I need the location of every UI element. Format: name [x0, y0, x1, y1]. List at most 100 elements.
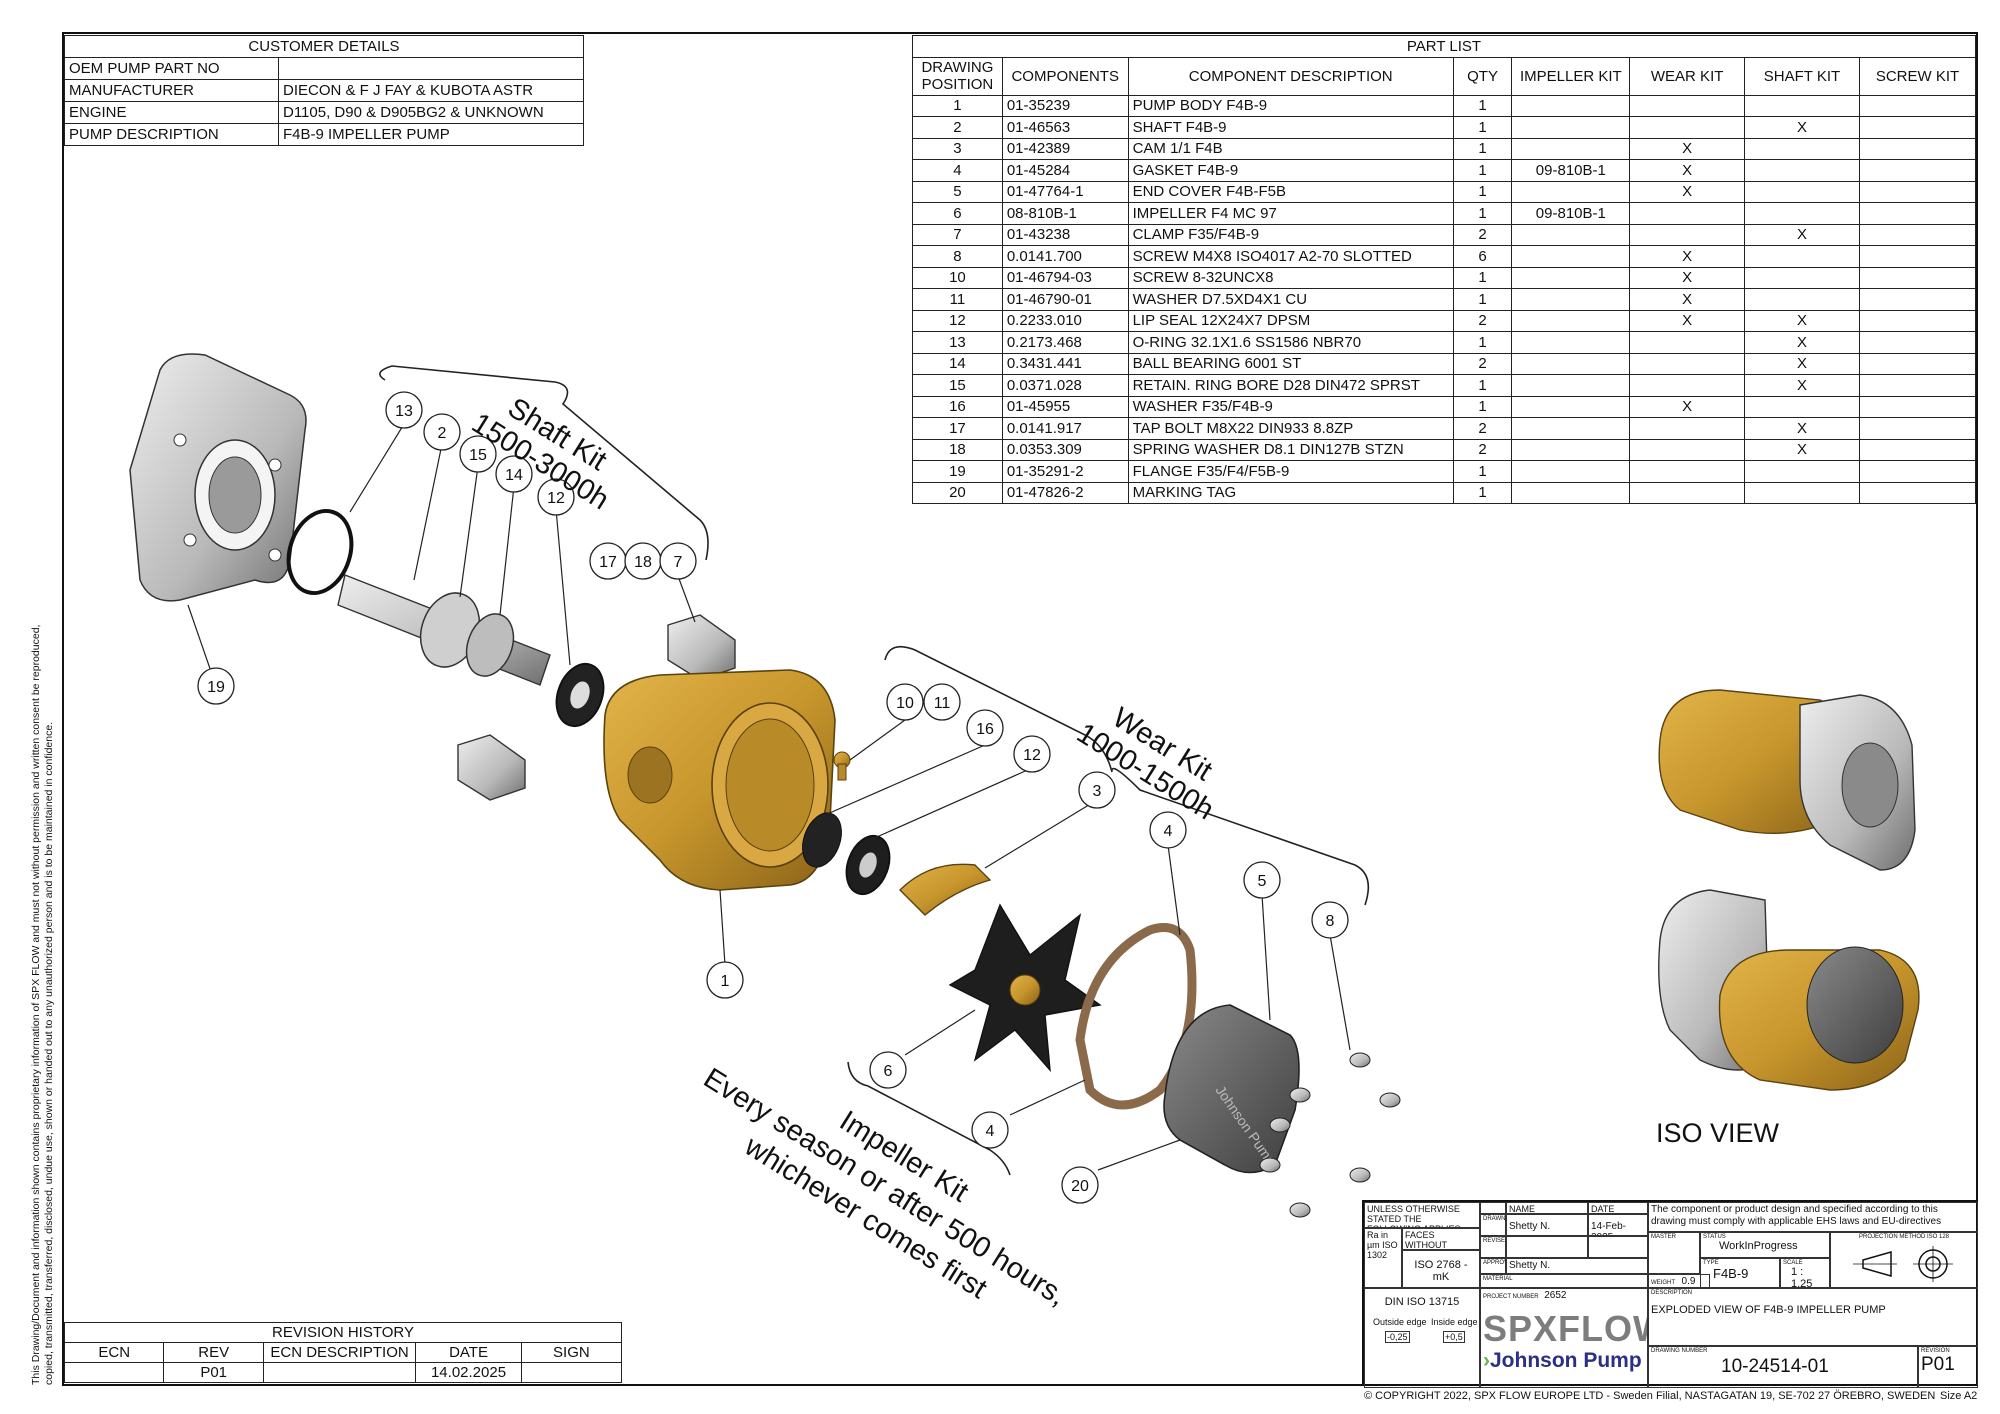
drawing-number: 10-24514-01	[1721, 1356, 1829, 1377]
balloon-circle	[869, 1051, 907, 1089]
cell-comp: 0.3431.441	[1001, 352, 1129, 375]
header-wear-kit: WEAR KIT	[1629, 56, 1745, 96]
edge-spec: DIN ISO 13715 Outside edge Inside edge -…	[1364, 1288, 1480, 1388]
cell-pos: 10	[912, 266, 1003, 289]
balloon-circle	[1078, 771, 1116, 809]
screw-part	[833, 751, 851, 781]
balloon-circle	[459, 435, 497, 473]
cell-desc: BALL BEARING 6001 ST	[1127, 352, 1454, 375]
cell-comp: 01-47826-2	[1001, 481, 1129, 504]
cell-comp: 01-46563	[1001, 116, 1129, 139]
pump-body-part	[603, 669, 836, 891]
cover-screws	[1259, 1052, 1401, 1218]
balloon-circle	[423, 413, 461, 451]
balloon-circle	[385, 391, 423, 429]
balloon-circle	[495, 455, 533, 493]
copyright-note: © COPYRIGHT 2022, SPX FLOW EUROPE LTD - …	[1364, 1390, 1936, 1402]
customer-details-table: CUSTOMER DETAILS OEM PUMP PART NO MANUFA…	[64, 35, 584, 146]
balloon-label: 12	[1023, 747, 1041, 764]
drawing-description: EXPLODED VIEW OF F4B-9 IMPELLER PUMP	[1651, 1304, 1886, 1316]
revision-history-title: REVISION HISTORY	[64, 1322, 622, 1343]
balloon-circle	[1311, 901, 1349, 939]
cell-imp	[1511, 481, 1631, 504]
cell-comp: 01-45284	[1001, 159, 1129, 182]
balloon-label: 16	[976, 721, 994, 738]
balloon-circle	[966, 709, 1004, 747]
cell-screw	[1859, 481, 1976, 504]
sheet-size: Size A2	[1940, 1390, 1978, 1402]
revision-history-table: REVISION HISTORY ECN REV ECN DESCRIPTION…	[63, 1322, 623, 1383]
header-description: COMPONENT DESCRIPTION	[1127, 56, 1454, 96]
balloon-circle	[659, 542, 697, 580]
balloon-label: 10	[896, 695, 914, 712]
balloon-circle	[1013, 735, 1051, 773]
balloon-label: 7	[674, 554, 683, 571]
balloon-label: 19	[207, 679, 225, 696]
johnson-pump-wordmark: Johnson Pump	[1490, 1349, 1642, 1372]
balloon-circle	[886, 683, 924, 721]
balloon-label: 14	[505, 467, 523, 484]
balloon-circle	[971, 1111, 1009, 1149]
cell-desc: RETAIN. RING BORE D28 DIN472 SPRST	[1127, 374, 1454, 397]
wear-kit-bracket	[884, 645, 1370, 906]
balloon-label: 12	[547, 490, 565, 507]
balloon-circle	[1149, 811, 1187, 849]
cell-desc: SCREW M4X8 ISO4017 A2-70 SLOTTED	[1127, 245, 1454, 268]
chevron-right-icon: ›	[1483, 1349, 1490, 1372]
iso-view-pump-top	[1658, 689, 1916, 871]
balloon-label: 3	[1093, 783, 1102, 800]
clamp-part-top	[667, 614, 736, 681]
balloon-label: 20	[1071, 1178, 1089, 1195]
header-impeller-kit: IMPELLER KIT	[1511, 56, 1631, 96]
leader-lines	[187, 423, 1351, 1171]
cell-comp: 01-35239	[1001, 94, 1129, 117]
cell-comp: 0.0141.917	[1001, 417, 1129, 440]
cell-pos: 15	[912, 374, 1003, 397]
balloon-label: 4	[1164, 823, 1173, 840]
balloon-circle	[1061, 1166, 1099, 1204]
balloon-label: 6	[884, 1063, 893, 1080]
cell-comp: 0.2233.010	[1001, 309, 1129, 332]
seal-bore	[859, 852, 877, 878]
part-list-title: PART LIST	[912, 35, 1976, 58]
cell-shaft: X	[1743, 438, 1861, 461]
iso-view-label: ISO VIEW	[1656, 1118, 1780, 1148]
title-block: UNLESS OTHERWISE STATED THE FOLLOWING AP…	[1362, 1200, 1978, 1388]
clamp-part-bottom	[457, 734, 526, 801]
cell-comp: 0.0353.309	[1001, 438, 1129, 461]
third-angle-projection-icon	[1853, 1246, 1953, 1282]
cell-desc: PUMP BODY F4B-9	[1127, 94, 1454, 117]
balloon-label: 13	[395, 403, 413, 420]
cell-desc: END COVER F4B-F5B	[1127, 180, 1454, 203]
impeller-kit-bracket	[847, 1061, 1011, 1176]
cell-desc: TAP BOLT M8X22 DIN933 8.8ZP	[1127, 417, 1454, 440]
balloon-label: 4	[986, 1123, 995, 1140]
balloon-label: 5	[1258, 873, 1267, 890]
balloon-label: 18	[634, 554, 652, 571]
balloon-label: 2	[438, 425, 447, 442]
header-screw-kit: SCREW KIT	[1859, 56, 1976, 96]
cell-desc: O-RING 32.1X1.6 SS1586 NBR70	[1127, 331, 1454, 354]
header-components: COMPONENTS	[1001, 56, 1129, 96]
cell-pos: 16	[912, 395, 1003, 418]
cell-imp	[1511, 94, 1631, 117]
impeller-part	[948, 903, 1102, 1073]
cell-desc: FLANGE F35/F4/F5B-9	[1127, 460, 1454, 483]
o-ring-part	[286, 508, 354, 596]
cell-screw	[1859, 94, 1976, 117]
balloon-circle	[1243, 861, 1281, 899]
balloon-label: 1	[721, 973, 730, 990]
